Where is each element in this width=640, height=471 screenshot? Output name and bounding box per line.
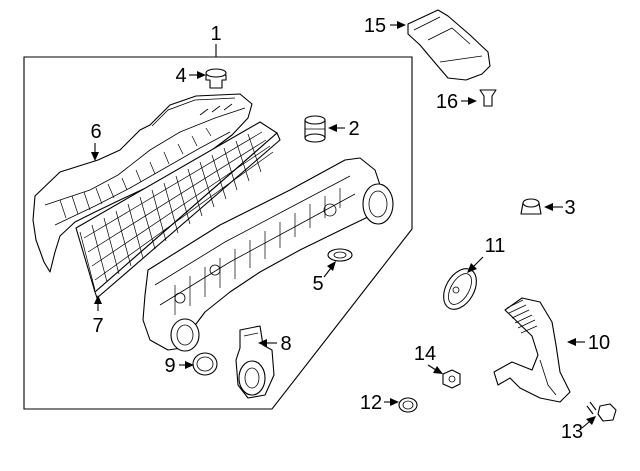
arrow-11 bbox=[467, 263, 477, 273]
arrow-10 bbox=[567, 338, 576, 346]
callout-3: 3 bbox=[564, 197, 575, 219]
arrow-12 bbox=[390, 398, 399, 406]
callout-1: 1 bbox=[210, 23, 221, 45]
arrow-4 bbox=[197, 71, 206, 79]
part-maf-sensor bbox=[235, 325, 275, 399]
callout-9: 9 bbox=[164, 355, 175, 377]
arrow-15 bbox=[397, 21, 406, 29]
callout-16: 16 bbox=[436, 91, 458, 113]
leader-13 bbox=[581, 421, 590, 429]
part-oring-9 bbox=[192, 352, 218, 376]
arrow-3 bbox=[544, 203, 553, 211]
part-lower-housing bbox=[142, 157, 394, 352]
part-outlet-hose bbox=[493, 297, 571, 403]
arrow-16 bbox=[468, 97, 477, 105]
callout-12: 12 bbox=[360, 392, 382, 414]
callout-10: 10 bbox=[588, 332, 610, 354]
leader-14 bbox=[427, 364, 437, 371]
arrow-7 bbox=[94, 295, 102, 304]
callout-4: 4 bbox=[175, 65, 186, 87]
callout-13: 13 bbox=[561, 421, 583, 443]
callout-11: 11 bbox=[485, 235, 506, 257]
part-inlet-duct bbox=[407, 9, 491, 81]
part-bolt-13 bbox=[586, 401, 617, 422]
callout-14: 14 bbox=[414, 343, 436, 365]
callout-5: 5 bbox=[312, 273, 323, 295]
part-seal-12-inner bbox=[402, 400, 414, 410]
callout-2: 2 bbox=[348, 118, 359, 140]
part-clamp-11 bbox=[443, 268, 477, 310]
part-filter-element bbox=[75, 121, 281, 299]
leader-5 bbox=[323, 267, 332, 278]
part-push-pin bbox=[479, 89, 497, 107]
part-nut-14 bbox=[442, 369, 461, 389]
callout-7: 7 bbox=[92, 315, 103, 337]
callout-15: 15 bbox=[364, 15, 386, 37]
part-grommet-2 bbox=[304, 115, 326, 143]
leader-11 bbox=[472, 256, 484, 268]
arrow-2 bbox=[328, 124, 337, 132]
arrow-8 bbox=[258, 339, 267, 347]
part-oring-9-inner bbox=[196, 356, 214, 372]
arrow-14 bbox=[433, 366, 443, 374]
part-seal-5 bbox=[327, 248, 353, 262]
part-grommet-4 bbox=[205, 68, 227, 89]
arrow-9 bbox=[185, 361, 194, 369]
callout-6: 6 bbox=[90, 121, 101, 143]
leaders bbox=[91, 21, 596, 429]
callout-labels: 1 2 3 4 5 6 7 8 9 10 11 12 13 14 15 16 bbox=[90, 15, 610, 443]
part-seal-12 bbox=[398, 397, 418, 413]
callout-8: 8 bbox=[280, 333, 291, 355]
arrow-6 bbox=[91, 152, 99, 161]
assembly-frame bbox=[23, 56, 413, 410]
arrow-5 bbox=[327, 261, 336, 271]
part-grommet-3 bbox=[520, 198, 542, 215]
arrow-13 bbox=[586, 416, 596, 425]
